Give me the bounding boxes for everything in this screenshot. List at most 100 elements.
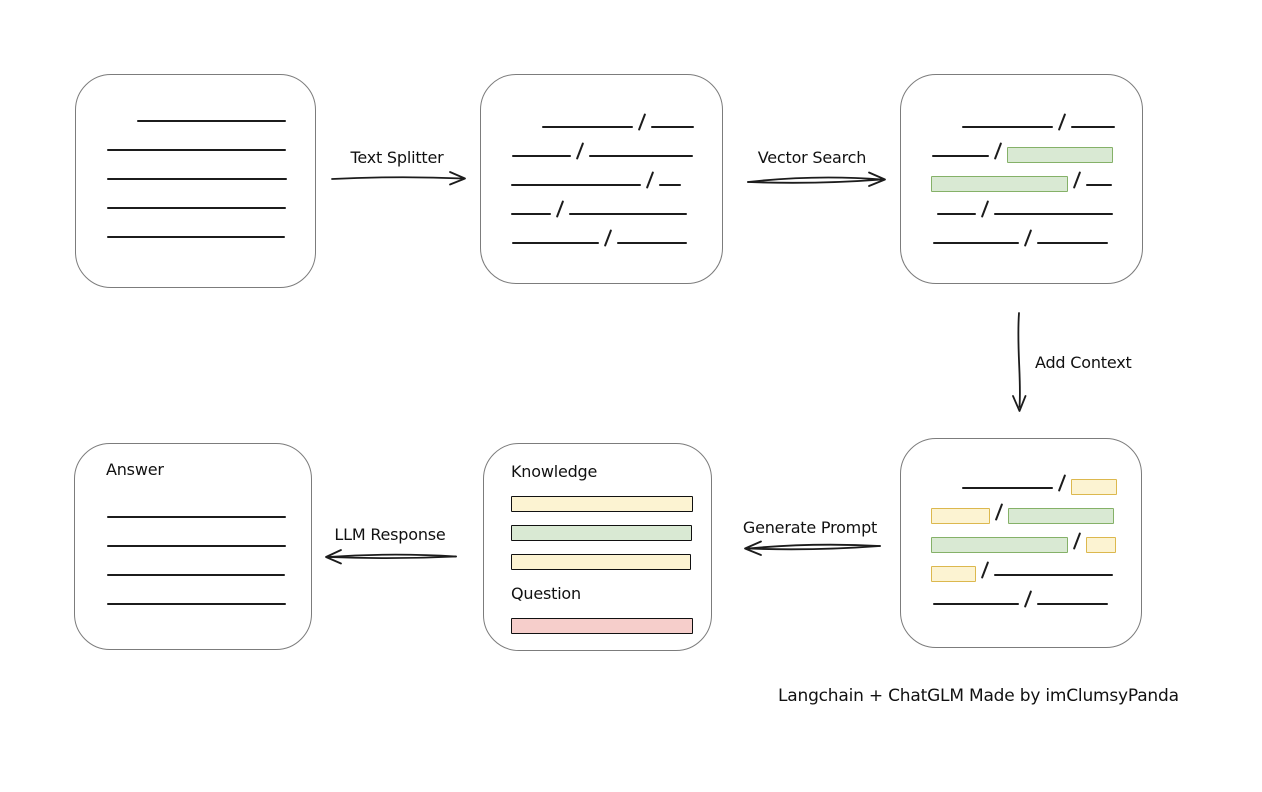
question-label: Question (511, 584, 581, 603)
add-context-arrow (1012, 312, 1027, 412)
text-line-segment (994, 213, 1113, 215)
text-row (76, 129, 315, 158)
text-row (76, 100, 315, 129)
text-line-segment (937, 213, 976, 215)
vector-search-arrow (747, 171, 886, 187)
vector-match-rows (901, 106, 1142, 251)
text-row (76, 216, 315, 245)
slash-separator (980, 200, 990, 218)
text-row (481, 135, 722, 164)
yellow-bar (511, 554, 691, 570)
slash-separator (1023, 590, 1033, 608)
text-row (901, 496, 1141, 525)
slash-separator (637, 113, 647, 131)
text-line-segment (107, 516, 286, 518)
text-line-segment (932, 155, 989, 157)
text-line-segment (107, 545, 286, 547)
text-line-segment (107, 236, 285, 238)
text-line-segment (107, 574, 285, 576)
green-bar (511, 525, 692, 541)
answer-label: Answer (106, 460, 164, 479)
source-document-box (75, 74, 316, 288)
red-bar (511, 618, 693, 634)
text-row (901, 164, 1142, 193)
knowledge-bars (511, 496, 711, 570)
text-row (481, 193, 722, 222)
text-line-segment (617, 242, 687, 244)
text-splitter-label: Text Splitter (350, 148, 444, 167)
slash-separator (994, 503, 1004, 521)
yellow-highlight-chip (1086, 537, 1116, 553)
text-line-segment (1037, 603, 1108, 605)
green-highlight-chip (931, 537, 1068, 553)
context-rows (901, 467, 1141, 612)
text-splitter-arrow (331, 171, 466, 186)
text-line-segment (107, 178, 287, 180)
slash-separator (1072, 532, 1082, 550)
document-lines (76, 100, 315, 245)
vector-search-label: Vector Search (757, 148, 867, 167)
split-text-rows (481, 106, 722, 251)
text-row (901, 193, 1142, 222)
slash-separator (603, 229, 613, 247)
text-line-segment (933, 242, 1019, 244)
text-row (106, 496, 311, 525)
text-row (901, 106, 1142, 135)
slash-separator (645, 171, 655, 189)
text-line-segment (511, 184, 641, 186)
text-row (106, 525, 311, 554)
prompt-box: Knowledge Question (483, 443, 712, 651)
text-row (76, 158, 315, 187)
text-line-segment (107, 207, 286, 209)
diagram-caption: Langchain + ChatGLM Made by imClumsyPand… (778, 686, 1179, 706)
yellow-highlight-chip (931, 566, 976, 582)
yellow-highlight-chip (1071, 479, 1117, 495)
slash-separator (1023, 229, 1033, 247)
text-line-segment (994, 574, 1113, 576)
text-row (901, 525, 1141, 554)
context-box (900, 438, 1142, 648)
llm-response-arrow (325, 549, 457, 565)
slash-separator (1072, 171, 1082, 189)
add-context-label: Add Context (1035, 353, 1132, 372)
text-line-segment (512, 155, 571, 157)
slash-separator (980, 561, 990, 579)
text-line-segment (1071, 126, 1115, 128)
prompt-content: Knowledge Question (484, 444, 711, 634)
text-line-segment (1037, 242, 1108, 244)
text-row (481, 164, 722, 193)
text-row (901, 583, 1141, 612)
text-row (481, 106, 722, 135)
generate-prompt-label: Generate Prompt (742, 518, 878, 537)
answer-box: Answer (74, 443, 312, 650)
slash-separator (993, 142, 1003, 160)
text-line-segment (107, 149, 286, 151)
text-line-segment (542, 126, 633, 128)
text-row (901, 467, 1141, 496)
text-row (76, 187, 315, 216)
slash-separator (575, 142, 585, 160)
text-line-segment (962, 487, 1053, 489)
slash-separator (1057, 113, 1067, 131)
text-row (901, 135, 1142, 164)
question-bars (511, 618, 711, 634)
slash-separator (555, 200, 565, 218)
text-row (106, 554, 311, 583)
text-line-segment (511, 213, 551, 215)
green-highlight-chip (1008, 508, 1114, 524)
text-line-segment (933, 603, 1019, 605)
text-row (901, 554, 1141, 583)
text-line-segment (659, 184, 681, 186)
generate-prompt-arrow (744, 540, 881, 556)
text-row (106, 583, 311, 612)
yellow-bar (511, 496, 693, 512)
text-row (901, 222, 1142, 251)
text-line-segment (1086, 184, 1112, 186)
knowledge-label: Knowledge (511, 462, 598, 481)
text-line-segment (651, 126, 694, 128)
vector-matches-box (900, 74, 1143, 284)
slash-separator (1057, 474, 1067, 492)
text-row (481, 222, 722, 251)
llm-response-label: LLM Response (334, 525, 446, 544)
